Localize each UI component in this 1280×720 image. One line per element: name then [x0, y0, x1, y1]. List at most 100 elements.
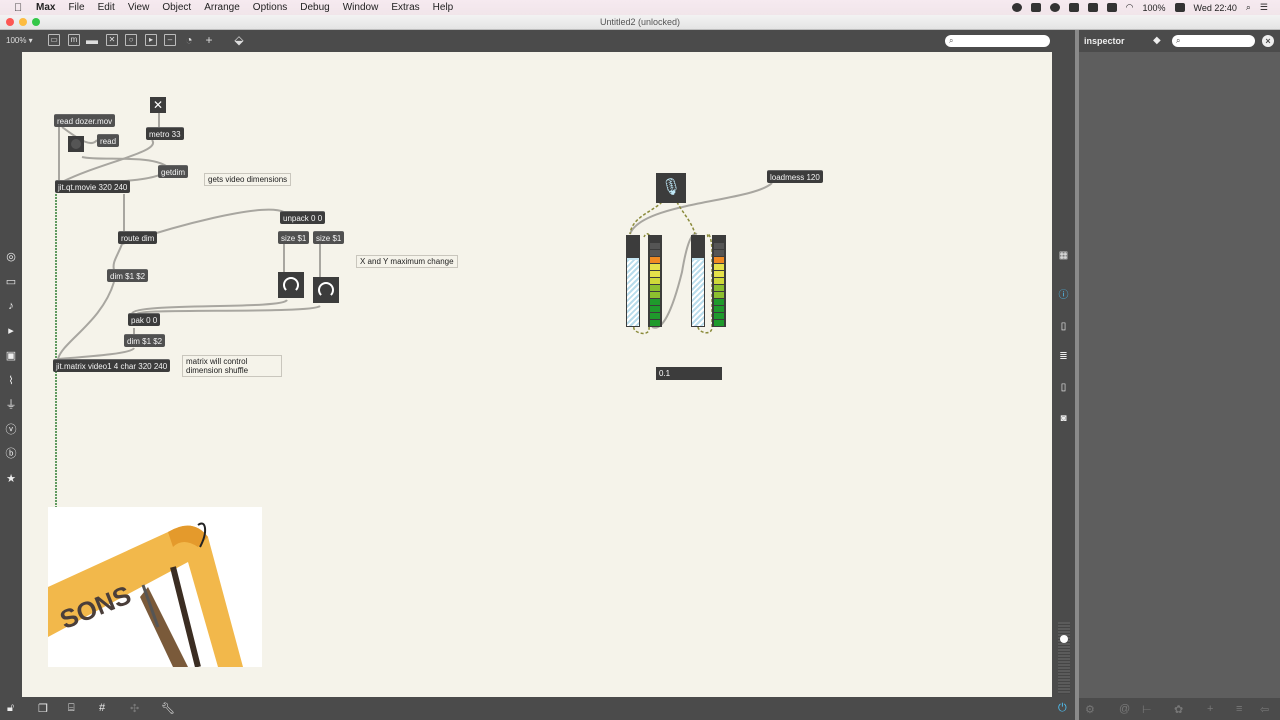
add-object-icon[interactable]: +: [205, 33, 213, 47]
zoom-level-dropdown[interactable]: 100% ▾: [6, 36, 33, 45]
image-icon[interactable]: ▣: [5, 350, 17, 362]
menu-arrange[interactable]: Arrange: [204, 2, 240, 13]
camera-icon[interactable]: ◙: [1060, 413, 1067, 424]
wifi-icon[interactable]: ◠: [1125, 2, 1134, 12]
patcher-canvas[interactable]: ✕ read dozer.mov metro 33 read getdim ge…: [22, 52, 1052, 697]
message-read[interactable]: read: [97, 134, 120, 147]
reference-icon[interactable]: ▯: [1060, 382, 1067, 393]
info-icon[interactable]: ⓘ: [1058, 290, 1069, 301]
browser-icon[interactable]: ▭: [5, 276, 17, 288]
volume-knob[interactable]: [1060, 635, 1068, 643]
palette-icon[interactable]: ✿: [1174, 704, 1184, 716]
menu-file[interactable]: File: [68, 2, 85, 13]
menu-options[interactable]: Options: [252, 2, 288, 13]
back-arrow-icon[interactable]: ⇦: [1260, 704, 1270, 716]
slider-object-icon[interactable]: –: [164, 34, 176, 46]
new-object-icon[interactable]: ▭: [48, 34, 60, 46]
gain-slider-right[interactable]: [691, 235, 705, 327]
settings-gear-icon[interactable]: ⚙: [1085, 704, 1095, 716]
menu-view[interactable]: View: [127, 2, 150, 13]
menu-window[interactable]: Window: [342, 2, 379, 13]
comment-matrix-will-control: matrix will control dimension shuffle: [182, 355, 282, 377]
object-pak[interactable]: pak 0 0: [128, 313, 161, 326]
clock[interactable]: Wed 22:40: [1193, 2, 1237, 13]
dial-object-icon[interactable]: ◔: [185, 33, 193, 47]
music-note-icon[interactable]: ♪: [8, 300, 14, 312]
menu-icon[interactable]: ≡: [1236, 703, 1243, 715]
app-status-icon[interactable]: [1087, 3, 1098, 12]
menu-app[interactable]: Max: [36, 2, 56, 13]
minimize-window-button[interactable]: [19, 18, 27, 26]
toggle-object-icon[interactable]: ✕: [106, 34, 118, 46]
pin-icon[interactable]: ◆: [1153, 35, 1161, 46]
dsp-power-icon[interactable]: ⏻: [1058, 702, 1067, 714]
video-icon[interactable]: ▸: [8, 325, 14, 337]
number-object-icon[interactable]: ▸: [145, 34, 157, 46]
grid-icon[interactable]: ▦: [1058, 250, 1069, 261]
paint-bucket-icon[interactable]: ⬙: [234, 33, 244, 47]
object-loadmess[interactable]: loadmess 120: [767, 170, 823, 183]
zoom-window-button[interactable]: [32, 18, 40, 26]
present-mode-icon[interactable]: ⌸: [68, 702, 75, 714]
panel-divider[interactable]: [1075, 30, 1079, 720]
comment-icon[interactable]: ▬: [86, 33, 98, 47]
at-icon[interactable]: @: [1119, 703, 1131, 715]
jit-pwindow-video[interactable]: SONS: [48, 507, 262, 667]
menu-help[interactable]: Help: [432, 2, 454, 13]
message-read-dozer[interactable]: read dozer.mov: [54, 114, 116, 127]
battery-icon[interactable]: [1174, 3, 1185, 12]
message-dim-2[interactable]: dim $1 $2: [124, 334, 166, 347]
message-size-y[interactable]: size $1: [313, 231, 345, 244]
menu-debug[interactable]: Debug: [300, 2, 330, 13]
bang-object-icon[interactable]: ○: [125, 34, 137, 46]
object-route-dim[interactable]: route dim: [118, 231, 158, 244]
close-window-button[interactable]: [6, 18, 14, 26]
excavator-arm-image: SONS: [48, 522, 243, 667]
gain-slider-left[interactable]: [626, 235, 640, 327]
bang-object[interactable]: [68, 136, 84, 152]
menu-extras[interactable]: Extras: [391, 2, 420, 13]
book-icon[interactable]: ▯: [1060, 321, 1067, 332]
toggle-object[interactable]: ✕: [150, 97, 166, 113]
presentation-icon[interactable]: ❐: [38, 703, 48, 715]
display-status-icon[interactable]: [1068, 3, 1079, 12]
menu-object[interactable]: Object: [162, 2, 192, 13]
grid-toggle-icon[interactable]: #: [99, 702, 106, 714]
list-icon[interactable]: ≣: [1059, 351, 1068, 362]
spotlight-icon[interactable]: ⌕: [1245, 2, 1251, 12]
dropbox-status-icon[interactable]: [1030, 3, 1041, 12]
apple-menu-icon[interactable]: : [14, 2, 28, 14]
record-status-icon[interactable]: [1011, 3, 1022, 12]
lock-icon[interactable]: 🔓︎: [7, 702, 15, 714]
b-icon[interactable]: ⓑ: [5, 448, 17, 460]
patcher-search-input[interactable]: ⌕: [945, 35, 1050, 47]
battery-bar-icon[interactable]: [1106, 3, 1117, 12]
message-dim-1[interactable]: dim $1 $2: [107, 269, 149, 282]
object-metro[interactable]: metro 33: [146, 127, 184, 140]
align-icon[interactable]: ⊢: [1142, 704, 1152, 716]
dial-y[interactable]: [313, 277, 339, 303]
message-box-icon[interactable]: m: [68, 34, 80, 46]
object-jit-matrix[interactable]: jit.matrix video1 4 char 320 240: [53, 359, 171, 372]
dsp-volume-slider[interactable]: [1058, 622, 1070, 694]
target-icon[interactable]: ◎: [6, 251, 16, 263]
message-size-x[interactable]: size $1: [278, 231, 310, 244]
plug-icon[interactable]: ⏚: [5, 399, 17, 411]
object-unpack[interactable]: unpack 0 0: [280, 211, 326, 224]
message-getdim[interactable]: getdim: [158, 165, 189, 178]
add-icon[interactable]: +: [1207, 703, 1214, 715]
notification-center-icon[interactable]: ☰: [1259, 2, 1268, 12]
star-icon[interactable]: ★: [6, 473, 16, 485]
inspector-search-input[interactable]: ⌕: [1172, 35, 1255, 47]
sync-status-icon[interactable]: [1049, 3, 1060, 12]
paperclip-icon[interactable]: ⌇: [8, 375, 14, 387]
object-jit-qt-movie[interactable]: jit.qt.movie 320 240: [55, 180, 131, 193]
dial-x[interactable]: [278, 272, 304, 298]
snap-icon[interactable]: ✣: [130, 703, 140, 715]
adc-microphone-object[interactable]: 🎙: [656, 173, 686, 203]
flonum-box[interactable]: 0.1: [656, 367, 722, 380]
menu-edit[interactable]: Edit: [97, 2, 115, 13]
vimeo-icon[interactable]: ⓥ: [5, 424, 17, 436]
wrench-icon[interactable]: 🔧︎: [161, 703, 175, 715]
inspector-close-icon[interactable]: ×: [1262, 35, 1274, 47]
